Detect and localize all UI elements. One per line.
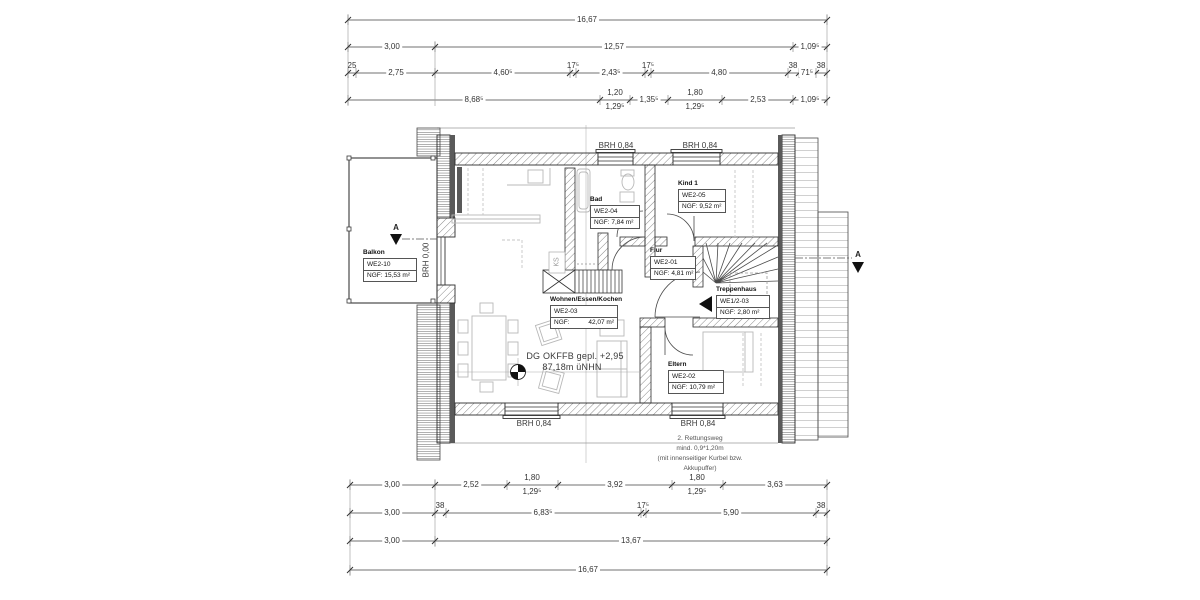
dim-label: 17⁵ bbox=[636, 501, 650, 510]
section-line bbox=[390, 234, 864, 273]
dim-label: 3,00 bbox=[382, 42, 402, 51]
eave-lines bbox=[437, 127, 795, 444]
dim-label: 6,83⁵ bbox=[531, 508, 555, 517]
section-marker-a-right: A bbox=[855, 250, 861, 259]
dim-label: 1,80 bbox=[524, 473, 540, 482]
rescue-note-line3: (mit innenseitiger Kurbel bzw. bbox=[657, 455, 743, 462]
roof-areas bbox=[416, 127, 849, 461]
door-swings bbox=[611, 210, 701, 356]
brh-label-top-right: BRH 0,84 bbox=[682, 141, 718, 150]
dim-label: 2,52 bbox=[461, 480, 481, 489]
balcony-outline bbox=[346, 155, 438, 304]
dim-label: 3,92 bbox=[605, 480, 625, 489]
dimension-ticks bbox=[344, 16, 831, 574]
dim-label: 1,29⁵ bbox=[605, 102, 625, 111]
dim-label: 1,09⁵ bbox=[798, 95, 822, 104]
exterior-walls bbox=[436, 152, 779, 416]
dim-label: 2,43⁵ bbox=[599, 68, 623, 77]
dim-label: 8,68⁵ bbox=[462, 95, 486, 104]
wall-inner-layer bbox=[450, 135, 782, 443]
dim-label: 1,29⁵ bbox=[685, 102, 705, 111]
rescue-note-line2: mind. 0,9*1,20m bbox=[676, 445, 724, 452]
brh-label-bottom-right: BRH 0,84 bbox=[680, 419, 716, 428]
dim-label: 13,67 bbox=[618, 536, 644, 545]
dim-label: 3,00 bbox=[382, 508, 402, 517]
dim-label: 25 bbox=[347, 61, 357, 70]
dim-label: 16,67 bbox=[574, 15, 600, 24]
dark-cabinet bbox=[457, 167, 462, 213]
dim-label: 2,53 bbox=[748, 95, 768, 104]
dim-label: 5,90 bbox=[721, 508, 741, 517]
dim-label: 3,00 bbox=[382, 536, 402, 545]
dim-label: 17⁵ bbox=[566, 61, 580, 70]
dim-label: 1,35⁵ bbox=[637, 95, 661, 104]
shaft-band bbox=[542, 269, 623, 294]
entrance-arrow-icon bbox=[699, 296, 712, 312]
room-label-kind1: Kind 1 WE2-05 NGF: 9,52 m² bbox=[678, 180, 726, 213]
brh-label-bottom-left: BRH 0,84 bbox=[516, 419, 552, 428]
windows bbox=[436, 149, 726, 419]
dim-label: 4,60⁵ bbox=[491, 68, 515, 77]
room-label-treppenhaus: Treppenhaus WE1/2-03 NGF: 2,80 m² bbox=[716, 286, 770, 319]
level-annotation-line1: DG OKFFB gepl. +2,95 bbox=[526, 351, 624, 361]
dim-label: 38 bbox=[788, 61, 798, 70]
dim-label: 17⁵ bbox=[641, 61, 655, 70]
dim-label: 2,75 bbox=[386, 68, 406, 77]
level-annotation-line2: 87,18m üNHN bbox=[542, 362, 602, 372]
section-marker-a-left: A bbox=[393, 223, 399, 232]
dim-label: 1,80 bbox=[689, 473, 705, 482]
dim-label: 1,09⁵ bbox=[798, 42, 822, 51]
rescue-note-line1: 2. Rettungsweg bbox=[677, 435, 723, 442]
dim-label: 1,29⁵ bbox=[522, 487, 542, 496]
dim-label: 1,29⁵ bbox=[687, 487, 707, 496]
brh-label-top-left: BRH 0,84 bbox=[598, 141, 634, 150]
ks-box bbox=[548, 251, 566, 274]
furniture bbox=[451, 168, 762, 398]
rescue-note-line4: Akkupuffer) bbox=[683, 465, 717, 472]
room-label-bad: Bad WE2-04 NGF: 7,84 m² bbox=[590, 196, 640, 229]
dim-label: 71⁵ bbox=[798, 68, 816, 77]
room-label-eltern: Eltern WE2-02 NGF: 10,79 m² bbox=[668, 361, 724, 394]
dim-label: 4,80 bbox=[709, 68, 729, 77]
ks-label: KS bbox=[553, 257, 561, 267]
room-label-flur: Flur WE2-01 NGF: 4,81 m² bbox=[650, 247, 696, 280]
dim-label: 16,67 bbox=[575, 565, 601, 574]
dim-label: 3,63 bbox=[765, 480, 785, 489]
level-marker-icon bbox=[455, 358, 640, 386]
dim-label: 38 bbox=[816, 61, 826, 70]
room-label-wohnen: Wohnen/Essen/Kochen WE2-03 NGF: 42,07 m² bbox=[550, 296, 622, 329]
dim-label: 1,20 bbox=[607, 88, 623, 97]
interior-walls bbox=[564, 164, 779, 404]
brh-label-balcony-door: BRH 0,00 bbox=[421, 242, 431, 278]
dim-label: 1,80 bbox=[687, 88, 703, 97]
room-label-balkon: Balkon WE2-10 NGF: 15,53 m² bbox=[363, 249, 417, 282]
dim-label: 12,57 bbox=[601, 42, 627, 51]
dim-label: 3,00 bbox=[382, 480, 402, 489]
dim-label: 38 bbox=[816, 501, 826, 510]
dim-label: 38 bbox=[435, 501, 445, 510]
